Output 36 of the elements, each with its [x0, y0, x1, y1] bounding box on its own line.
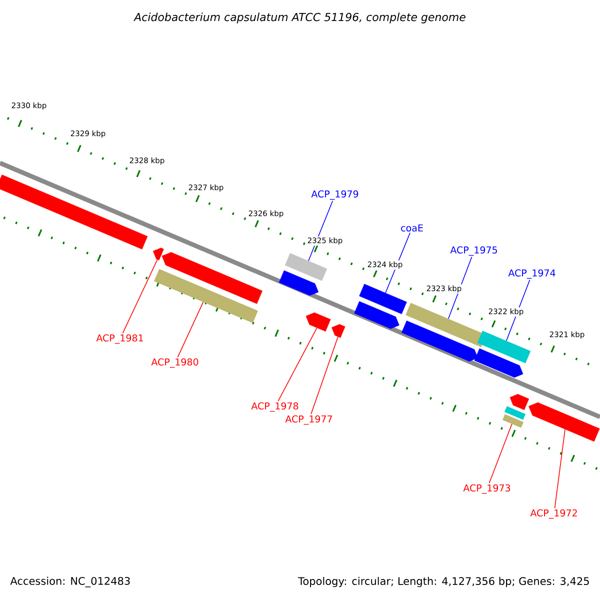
gene-block — [332, 324, 346, 338]
footer-text: Accession: NC_012483 — [10, 576, 130, 588]
title: Acidobacterium capsulatum ATCC 51196, complete genome — [134, 12, 466, 24]
leader-line — [310, 336, 338, 415]
gene-label: ACP_1977 — [285, 415, 332, 425]
gene-block — [152, 248, 164, 260]
gene-label: ACP_1980 — [151, 358, 198, 368]
gene-label: ACP_1973 — [463, 484, 510, 494]
gene-bar — [284, 253, 328, 281]
footer-text: Topology: circular; Length: 4,127,356 bp; Genes: 3,425 — [298, 576, 589, 588]
gene-label: ACP_1978 — [251, 402, 298, 412]
gene-block — [354, 301, 400, 329]
gene-bar — [504, 406, 526, 420]
gene-label: ACP_1981 — [96, 334, 143, 344]
leader-line — [554, 428, 566, 509]
gene-block — [306, 312, 331, 332]
gene-bar — [502, 414, 524, 428]
gene-label: ACP_1979 — [311, 190, 358, 200]
gene-label: ACP_1972 — [530, 509, 577, 519]
gene-label: ACP_1974 — [508, 269, 556, 279]
leader-line — [278, 328, 318, 402]
gene-block — [162, 252, 262, 304]
leader-line — [177, 302, 204, 358]
gene-block — [401, 320, 478, 362]
gene-bar — [359, 284, 407, 314]
gene-block — [510, 394, 530, 410]
gene-block — [278, 270, 319, 296]
gene-bar — [477, 330, 531, 364]
leader-line — [488, 424, 512, 484]
leader-line — [122, 259, 158, 334]
gene-bar — [0, 174, 148, 250]
gene-label: ACP_1975 — [450, 246, 497, 256]
gene-block — [528, 402, 600, 442]
gene-bar — [154, 269, 258, 323]
gene-block — [474, 348, 524, 378]
gene-label: coaE — [401, 224, 423, 232]
